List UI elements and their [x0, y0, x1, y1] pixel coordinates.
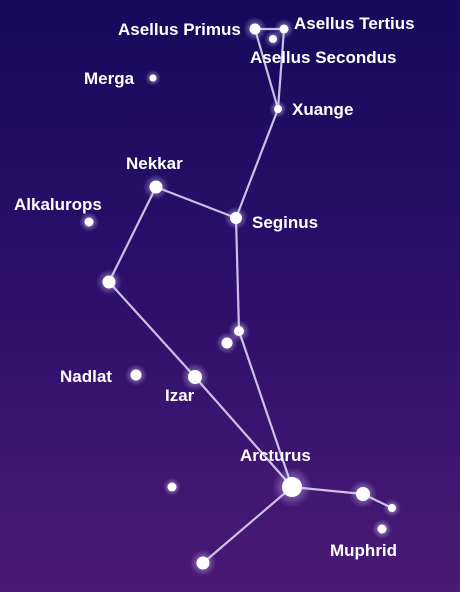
star-asellus-secondus — [264, 30, 282, 48]
star-alkalurops — [79, 212, 99, 232]
label-nekkar: Nekkar — [126, 154, 183, 173]
star-merga — [145, 70, 161, 86]
star-tau — [383, 499, 401, 517]
star-nekkar — [143, 174, 169, 200]
label-nadlat: Nadlat — [60, 367, 112, 386]
line-asellus-tertius-xuange — [276, 27, 286, 111]
label-merga: Merga — [84, 69, 135, 88]
star-labels: Asellus Primus Asellus Tertius Asellus S… — [14, 14, 415, 560]
stars — [79, 17, 401, 576]
star-seginus — [224, 206, 248, 230]
star-upsilon — [163, 478, 181, 496]
line-rho-arcturus — [237, 329, 294, 489]
line-delta-izar — [107, 280, 197, 379]
star-asellus-primus — [243, 17, 267, 41]
line-seginus-rho — [234, 216, 241, 333]
star-arcturus — [272, 467, 312, 507]
label-asellus-secondus: Asellus Secondus — [250, 48, 396, 67]
line-izar-arcturus — [193, 375, 294, 489]
star-izar — [181, 363, 209, 391]
star-eta — [349, 480, 377, 508]
line-xuange-seginus — [234, 107, 280, 220]
star-zeta — [190, 550, 216, 576]
line-nekkar-delta — [107, 185, 158, 284]
label-alkalurops: Alkalurops — [14, 195, 102, 214]
star-xuange — [269, 100, 287, 118]
star-delta — [96, 269, 122, 295]
label-xuange: Xuange — [292, 100, 353, 119]
label-izar: Izar — [165, 386, 195, 405]
label-seginus: Seginus — [252, 213, 318, 232]
label-asellus-primus: Asellus Primus — [118, 20, 241, 39]
label-arcturus: Arcturus — [240, 446, 311, 465]
line-asellus-primus-xuange — [253, 27, 280, 111]
star-muphrid — [372, 519, 392, 539]
label-muphrid: Muphrid — [330, 541, 397, 560]
label-asellus-tertius: Asellus Tertius — [294, 14, 415, 33]
line-seginus-nekkar — [154, 185, 238, 220]
star-nadlat — [125, 364, 147, 386]
star-sigma — [216, 332, 238, 354]
